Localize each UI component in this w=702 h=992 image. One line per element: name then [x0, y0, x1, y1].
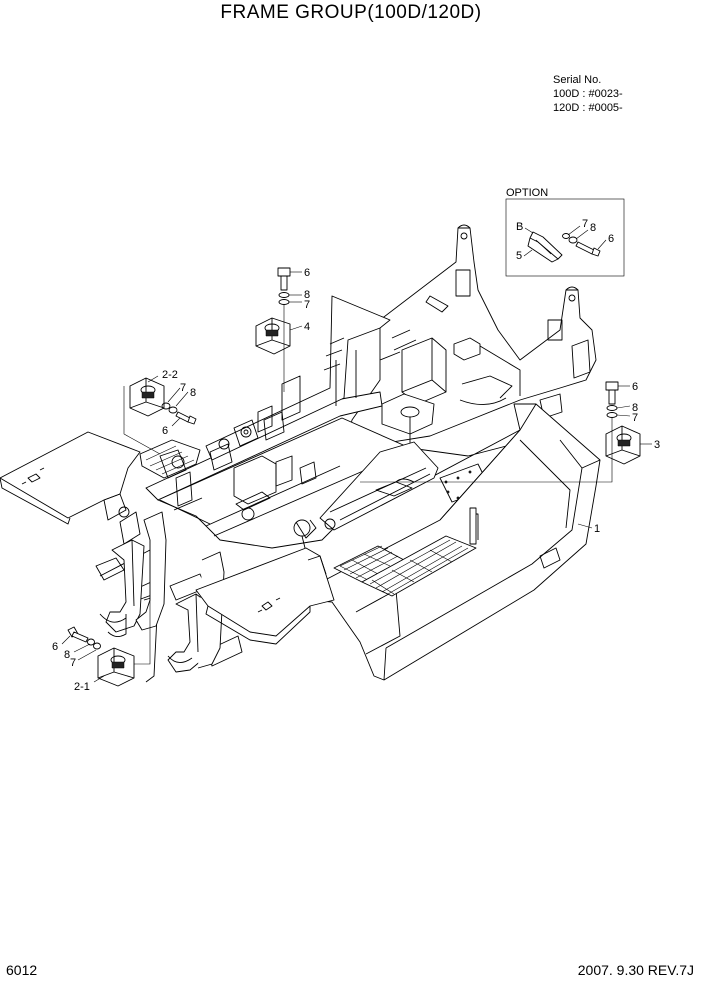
option-bracket-icon [527, 231, 563, 263]
right-washer-icon [606, 405, 618, 411]
part-4-mount-icon [255, 317, 291, 355]
page-title: FRAME GROUP(100D/120D) [220, 2, 482, 23]
callout-4: 4 [304, 321, 310, 333]
callout-7-bottom: 7 [70, 657, 76, 669]
part-2-1-mount-icon [97, 647, 135, 687]
callout-2-2: 2-2 [162, 369, 178, 381]
option-label: OPTION [506, 187, 548, 199]
callout-8-bottom: 8 [64, 649, 70, 661]
left-washer-icon [161, 402, 171, 410]
callout-2-1: 2-1 [74, 681, 90, 693]
bottom-lockwasher-icon [93, 642, 101, 650]
option-callout-5: 5 [516, 250, 522, 262]
option-frame [505, 198, 625, 277]
option-washer-icon [562, 233, 570, 239]
callout-8-top: 8 [304, 289, 310, 301]
callout-3: 3 [654, 439, 660, 451]
callout-6-bottom: 6 [52, 641, 58, 653]
step-plate-pattern [339, 545, 399, 581]
bottom-bolt-icon [67, 626, 89, 643]
top-washer-icon [278, 292, 290, 298]
step-plate-pattern-2 [369, 539, 469, 595]
option-washer-icon-2 [568, 236, 578, 244]
option-callout-8: 8 [590, 222, 596, 234]
serial-number-block: Serial No. 100D : #0023- 120D : #0005- [553, 73, 623, 115]
top-lockwasher-icon [278, 299, 290, 305]
part-2-2-mount-icon [129, 377, 165, 417]
serial-line-100d: 100D : #0023- [553, 88, 623, 100]
callout-1: 1 [594, 523, 600, 535]
callout-7-top: 7 [304, 299, 310, 311]
part-3-mount-icon [605, 425, 641, 465]
main-frame [0, 224, 601, 683]
option-box: OPTION B 5 7 8 6 [505, 187, 625, 277]
option-callout-7: 7 [582, 218, 588, 230]
page-number: 6012 [6, 962, 38, 978]
callout-8-left: 8 [190, 387, 196, 399]
callout-7-left: 7 [180, 382, 186, 394]
revision-date: 2007. 9.30 REV.7J [577, 962, 694, 978]
callout-6-left: 6 [162, 425, 168, 437]
callout-7-right: 7 [632, 412, 638, 424]
callout-6-top: 6 [304, 267, 310, 279]
right-lockwasher-icon [606, 412, 618, 418]
option-bolt-icon [575, 241, 601, 257]
option-callout-b: B [516, 221, 523, 233]
left-bolt-icon [175, 411, 197, 425]
left-lockwasher-icon [168, 406, 178, 414]
option-callout-6: 6 [608, 233, 614, 245]
callout-6-right: 6 [632, 381, 638, 393]
top-bolt-icon [277, 267, 291, 291]
callout-8-right: 8 [632, 402, 638, 414]
right-bolt-icon [605, 381, 619, 405]
serial-line-120d: 120D : #0005- [553, 102, 623, 114]
bottom-washer-icon [87, 638, 95, 646]
serial-heading: Serial No. [553, 74, 602, 86]
